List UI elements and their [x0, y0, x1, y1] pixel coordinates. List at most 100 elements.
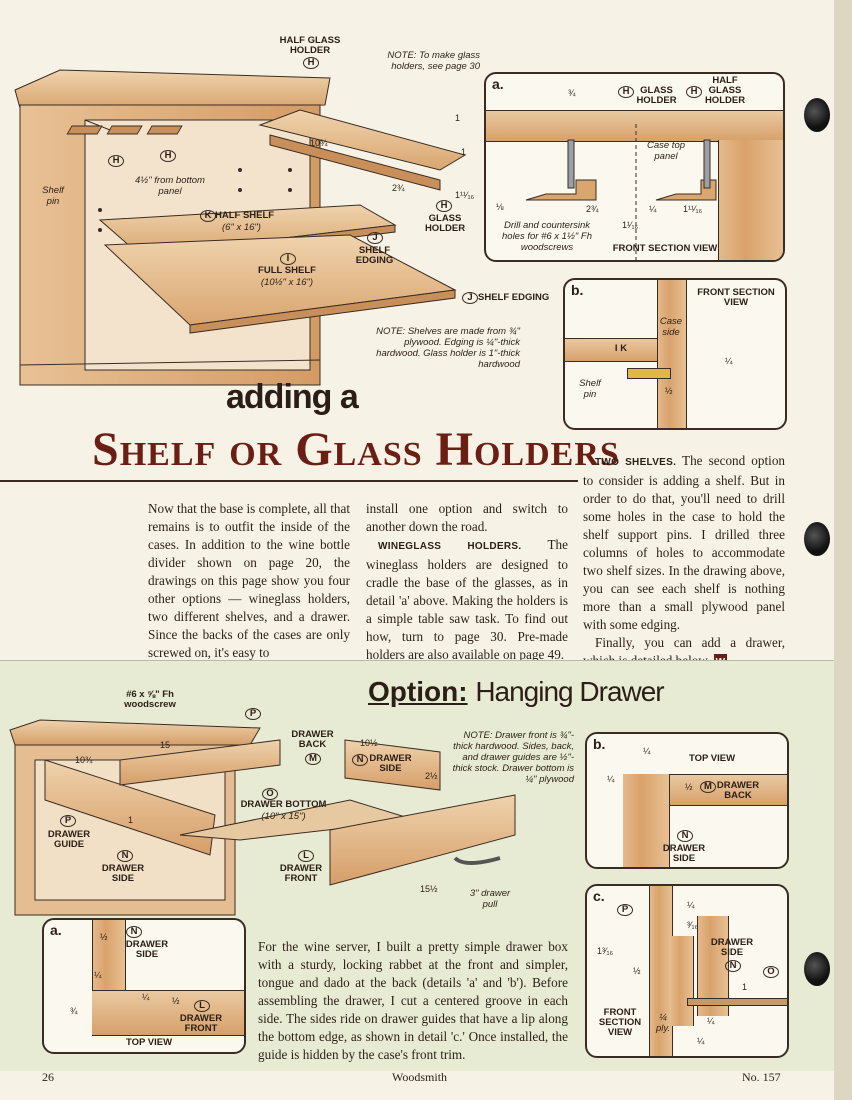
- detail-c-tag: c.: [593, 888, 605, 904]
- callout-i: I: [280, 253, 296, 265]
- dim-1-4-b2: ¼: [607, 774, 615, 784]
- body-drawer: For the wine server, I built a pretty si…: [258, 939, 568, 1062]
- callout-ik: I K: [614, 343, 628, 354]
- body-col-2: install one option and switch to another…: [366, 500, 568, 664]
- kicker: adding a: [226, 378, 359, 416]
- drawer-section-title: Option: Hanging Drawer: [368, 676, 665, 708]
- dim-1-4b-a: ¼: [142, 992, 150, 1002]
- case-top-panel: [486, 110, 783, 142]
- callout-n2: N: [117, 850, 133, 862]
- label-from-bottom: 4½" from bottom panel: [135, 175, 205, 197]
- label-half-shelf: HALF SHELF: [215, 210, 275, 221]
- case-side-c: [649, 886, 673, 1056]
- label-shelf-edging-2: SHELF EDGING: [478, 292, 550, 303]
- label-woodscrew: #6 x ⅝" Fh woodscrew: [124, 689, 176, 710]
- callout-o: O: [262, 788, 278, 800]
- detail-a-front-section: a. ¾ H GLASS HOLDER H HALF GLASS HOLDER …: [484, 72, 785, 262]
- label-half-glass-holder: HALF GLASS HOLDER: [279, 35, 341, 56]
- shelf-pin-shape: [627, 368, 671, 379]
- label-drawer-bottom-size: (10" x 15"): [261, 811, 306, 822]
- dim-1-8: ⅛: [496, 202, 504, 212]
- dim-1a: 1: [455, 113, 461, 123]
- run-in-two-shelves: TWO SHELVES.: [595, 457, 677, 468]
- dim-3-4-a: ¾: [70, 1006, 78, 1016]
- label-ply: ¼ ply.: [655, 1012, 671, 1034]
- issue-number: No. 157: [742, 1070, 781, 1084]
- body-col-1: Now that the base is complete, all that …: [148, 501, 350, 660]
- detail-a-tag: a.: [492, 76, 504, 92]
- callout-p2: P: [60, 815, 76, 827]
- label-half-shelf-size: (6" x 16"): [222, 222, 261, 233]
- dim-10-3-4-drawer: 10¾: [75, 755, 93, 765]
- title-option: Option:: [368, 676, 468, 707]
- dim-2-3-4: 2¾: [586, 204, 599, 214]
- dim-2-1-2: 2½: [425, 771, 438, 781]
- note-shelves: NOTE: Shelves are made from ¾" plywood. …: [376, 326, 520, 370]
- detail-a-top-view: a. N DRAWER SIDE ½ ¼ ¾ ¼ ½ L DRAWER FRON…: [42, 918, 246, 1054]
- label-front-section-view: FRONT SECTION VIEW: [612, 243, 718, 254]
- dim-1-11-16: 1¹¹⁄₁₆: [455, 190, 475, 200]
- callout-k: K: [200, 210, 216, 222]
- drawer-bottom-c: [687, 998, 787, 1006]
- detail-b-tag: b.: [571, 282, 584, 298]
- col2-text-a: install one option and switch to another…: [366, 501, 568, 534]
- dim-1b: 1: [461, 147, 467, 157]
- label-shelf-pin: Shelf pin: [42, 185, 64, 207]
- shelf-exploded-drawing: [14, 69, 467, 386]
- dim-1-2-b2: ½: [685, 782, 693, 792]
- dim-1-drawer: 1: [128, 815, 134, 825]
- callout-p1: P: [245, 708, 261, 720]
- label-full-shelf: FULL SHELF: [258, 265, 316, 276]
- case-side: [718, 140, 783, 260]
- label-glass-holder: GLASS HOLDER: [424, 213, 466, 234]
- glass-holder-piece: [258, 109, 467, 171]
- dim-1-4-c3: ¼: [697, 1036, 705, 1046]
- label-drawer-side-top: DRAWER SIDE: [369, 753, 412, 774]
- callout-l: L: [298, 850, 314, 862]
- callout-j2: J: [462, 292, 478, 304]
- label-drawer-front-a: DRAWER FRONT: [179, 1013, 223, 1034]
- callout-n-side: N: [352, 754, 368, 766]
- callout-h-left2: H: [160, 150, 176, 162]
- label-drawer-side-c: DRAWER SIDE: [710, 937, 754, 958]
- dim-1-4-c1: ¼: [687, 900, 695, 910]
- binder-hole-2: [804, 522, 830, 556]
- dim-1-4-b: ¼: [725, 356, 733, 366]
- label-top-view-b: TOP VIEW: [688, 753, 736, 764]
- label-drawer-side-a: DRAWER SIDE: [125, 939, 169, 960]
- detail-b-top-view: b. ¼ TOP VIEW ¼ ½ M DRAWER BACK N DRAWER…: [585, 732, 789, 869]
- callout-h-left1: H: [108, 155, 124, 167]
- label-drawer-side: DRAWER SIDE: [101, 863, 145, 884]
- label-full-shelf-size: (10½" x 16"): [260, 277, 314, 288]
- label-drawer-back: DRAWER BACK: [291, 729, 334, 750]
- col3-text-a: The second option to consider is adding …: [583, 453, 786, 632]
- dim-1-4-b1: ¼: [643, 746, 651, 756]
- callout-h-glass: H: [436, 200, 452, 212]
- dim-10-3-4: 10¾: [310, 138, 328, 148]
- label-case-top-panel: Case top panel: [646, 140, 686, 162]
- col2-text-b: The wineglass holders are designed to cr…: [366, 537, 568, 662]
- label-drawer-bottom: DRAWER BOTTOM: [240, 799, 327, 810]
- callout-h: H: [303, 57, 319, 69]
- label-drawer-guide: DRAWER GUIDE: [47, 829, 91, 850]
- callout-m1: M: [305, 753, 321, 765]
- ceiling-glass-holders: [66, 125, 183, 135]
- dim-1-2-c: ½: [633, 966, 641, 976]
- detail-b-bottom-tag: b.: [593, 736, 606, 752]
- callout-m-b: M: [700, 781, 716, 793]
- binder-edge: [834, 0, 852, 1100]
- case-side-panel: [657, 280, 687, 428]
- run-in-wineglass: WINEGLASS HOLDERS.: [378, 541, 522, 552]
- callout-n-c: N: [725, 960, 741, 972]
- callout-o-c: O: [763, 966, 779, 978]
- dim-3-4: ¾: [568, 88, 576, 98]
- dim-1-2b-a: ½: [172, 996, 180, 1006]
- label-front-section-view-b: FRONT SECTION VIEW: [697, 287, 775, 308]
- dim-1-4-a: ¼: [94, 970, 102, 980]
- label-drawer-side-b: DRAWER SIDE: [662, 843, 706, 864]
- label-top-view-a: TOP VIEW: [125, 1037, 173, 1048]
- page-number: 26: [42, 1070, 54, 1084]
- dim-1-4: ¼: [649, 204, 657, 214]
- drawer-side-section-b: [623, 774, 670, 867]
